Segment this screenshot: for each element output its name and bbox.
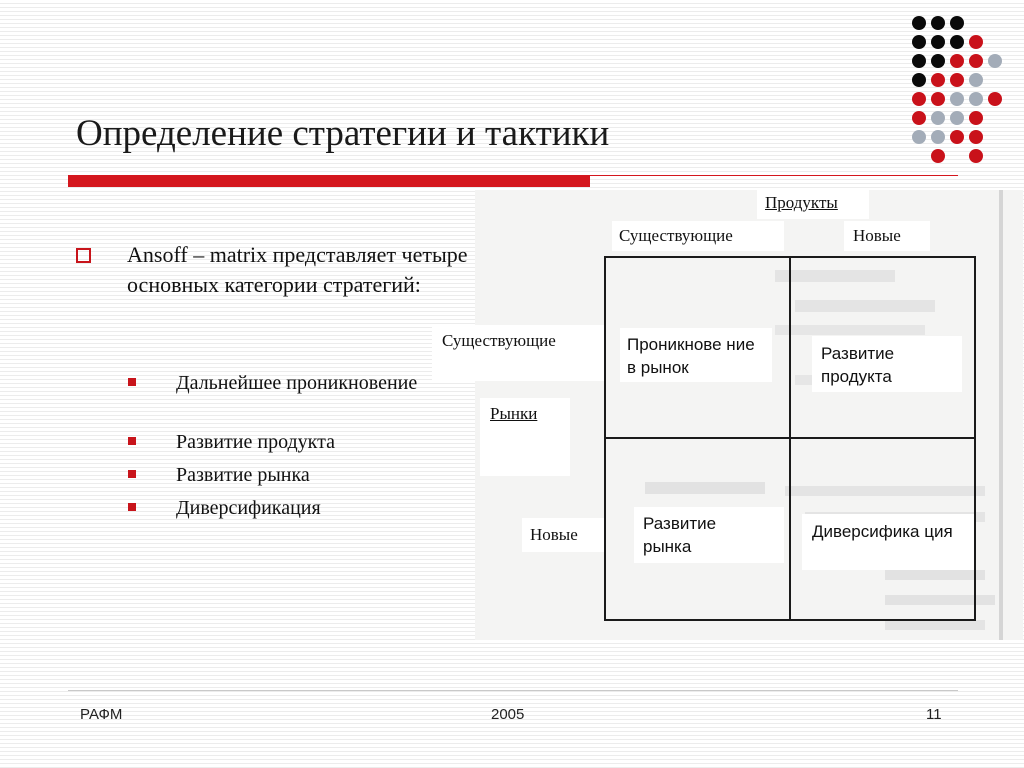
dot bbox=[950, 92, 964, 106]
cell-text: Развитие продукта bbox=[821, 344, 895, 386]
footer-rule-line bbox=[68, 690, 958, 691]
dot bbox=[969, 130, 983, 144]
market-existing-box: Существующие bbox=[432, 325, 604, 381]
dot bbox=[931, 54, 945, 68]
cell-text: Развитие рынка bbox=[643, 514, 717, 556]
dot bbox=[912, 35, 926, 49]
square-bullet-icon bbox=[128, 437, 136, 445]
dot bbox=[931, 130, 945, 144]
cell-text: Диверсифика ция bbox=[812, 522, 953, 541]
dot bbox=[912, 111, 926, 125]
cell-text: Проникнове ние в рынок bbox=[627, 335, 755, 377]
sub-bullet-text: Диверсификация bbox=[176, 497, 321, 519]
dot bbox=[912, 92, 926, 106]
dot bbox=[969, 54, 983, 68]
square-bullet-icon bbox=[128, 378, 136, 386]
matrix-cell-market-penetration: Проникнове ние в рынок bbox=[620, 328, 772, 382]
dot bbox=[950, 73, 964, 87]
dot bbox=[988, 54, 1002, 68]
dot bbox=[950, 54, 964, 68]
products-label-box: Продукты bbox=[757, 189, 869, 219]
square-bullet-icon bbox=[128, 470, 136, 478]
scan-noise bbox=[775, 270, 895, 282]
market-new-box: Новые bbox=[522, 518, 604, 552]
dot bbox=[931, 149, 945, 163]
slide-title: Определение стратегии и тактики bbox=[76, 113, 610, 154]
matrix-cell-product-development: Развитие продукта bbox=[812, 336, 962, 392]
dot bbox=[912, 16, 926, 30]
scan-page-edge bbox=[999, 190, 1003, 640]
markets-label-box: Рынки bbox=[480, 398, 570, 476]
title-rule-line bbox=[590, 175, 958, 176]
dot bbox=[931, 92, 945, 106]
slide-number: 11 bbox=[926, 706, 942, 723]
matrix-center-line bbox=[789, 256, 791, 621]
dot bbox=[969, 149, 983, 163]
hollow-square-bullet-icon bbox=[76, 248, 91, 263]
footer-organization: РАФМ bbox=[80, 706, 123, 723]
scan-noise bbox=[885, 570, 985, 580]
market-existing-label: Существующие bbox=[442, 331, 556, 350]
sub-bullet: Диверсификация bbox=[128, 495, 428, 521]
dot bbox=[969, 73, 983, 87]
sub-bullet: Дальнейшее проникновение bbox=[128, 370, 428, 422]
scan-noise bbox=[785, 486, 985, 496]
market-new-label: Новые bbox=[530, 525, 578, 544]
scan-noise bbox=[885, 620, 985, 630]
dot bbox=[912, 73, 926, 87]
matrix-cell-market-development: Развитие рынка bbox=[634, 507, 784, 563]
dot bbox=[931, 16, 945, 30]
dot bbox=[969, 92, 983, 106]
dot bbox=[950, 16, 964, 30]
dot bbox=[969, 35, 983, 49]
dot bbox=[950, 130, 964, 144]
markets-label: Рынки bbox=[490, 404, 538, 423]
main-bullet-text: Ansoff – matrix представляет четыре осно… bbox=[127, 242, 468, 297]
dot bbox=[950, 35, 964, 49]
matrix-cell-diversification: Диверсифика ция bbox=[802, 514, 974, 570]
scan-noise bbox=[885, 595, 995, 605]
dot bbox=[912, 54, 926, 68]
dot bbox=[912, 130, 926, 144]
dot bbox=[969, 111, 983, 125]
product-existing-label: Существующие bbox=[619, 226, 733, 245]
product-existing-box: Существующие bbox=[612, 221, 784, 251]
product-new-label: Новые bbox=[853, 226, 901, 245]
dot bbox=[931, 111, 945, 125]
sub-bullet: Развитие рынка bbox=[128, 462, 428, 488]
dot bbox=[950, 111, 964, 125]
products-label: Продукты bbox=[765, 193, 838, 212]
sub-bullet: Развитие продукта bbox=[128, 429, 428, 455]
decorative-dot-grid bbox=[912, 16, 1022, 166]
product-new-box: Новые bbox=[844, 221, 930, 251]
sub-bullet-text: Развитие продукта bbox=[176, 431, 335, 453]
matrix-left-line bbox=[604, 256, 606, 621]
sub-bullet-text: Дальнейшее проникновение bbox=[176, 372, 418, 394]
title-accent-bar bbox=[68, 175, 590, 187]
dot bbox=[931, 35, 945, 49]
scan-noise bbox=[795, 300, 935, 312]
footer-year: 2005 bbox=[491, 706, 525, 723]
scan-noise bbox=[775, 325, 925, 335]
sub-bullet-text: Развитие рынка bbox=[176, 464, 310, 486]
matrix-right-line bbox=[974, 256, 976, 621]
dot bbox=[931, 73, 945, 87]
square-bullet-icon bbox=[128, 503, 136, 511]
scan-noise bbox=[645, 482, 765, 494]
dot bbox=[988, 92, 1002, 106]
